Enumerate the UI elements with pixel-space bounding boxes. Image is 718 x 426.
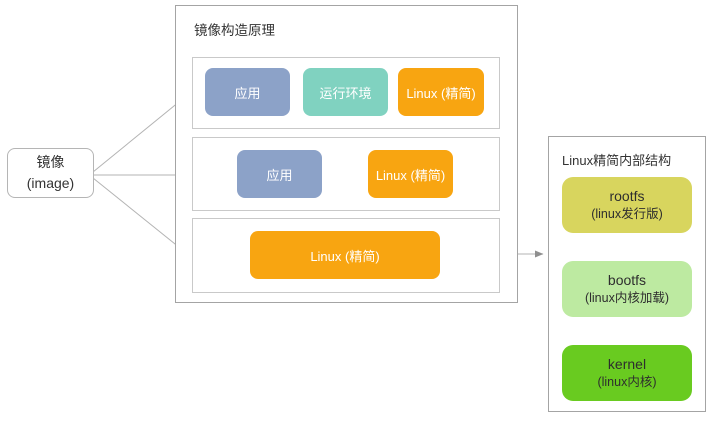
construction-panel-title: 镜像构造原理 <box>194 23 275 38</box>
image-node-label-cn: 镜像 <box>36 154 65 170</box>
bootfs-label: bootfs <box>607 272 647 289</box>
internal-structure-panel: Linux精简内部结构 rootfs (linux发行版) bootfs (li… <box>548 136 706 412</box>
linux-minimal-box: Linux (精简) <box>398 68 484 116</box>
image-layer-row-2: 应用 Linux (精简) <box>192 137 500 211</box>
rootfs-label: rootfs <box>609 188 645 205</box>
arrow-image-to-row3-icon <box>92 177 186 253</box>
image-layer-row-1: 应用 运行环境 Linux (精简) <box>192 57 500 129</box>
kernel-label: kernel <box>607 356 647 373</box>
internal-panel-title: Linux精简内部结构 <box>562 153 672 168</box>
arrow-image-to-row1-icon <box>92 96 186 173</box>
bootfs-box: bootfs (linux内核加载) <box>562 261 692 317</box>
rootfs-sublabel: (linux发行版) <box>591 207 663 221</box>
image-node: 镜像 (image) <box>7 148 94 198</box>
linux-minimal-box: Linux (精简) <box>250 231 440 279</box>
runtime-env-box: 运行环境 <box>303 68 388 116</box>
image-node-label-en: (image) <box>26 175 75 191</box>
kernel-sublabel: (linux内核) <box>597 375 657 389</box>
bootfs-sublabel: (linux内核加载) <box>584 291 670 305</box>
rootfs-box: rootfs (linux发行版) <box>562 177 692 233</box>
construction-panel: 镜像构造原理 应用 运行环境 Linux (精简) 应用 Linux (精简) … <box>175 5 518 303</box>
linux-minimal-box: Linux (精简) <box>368 150 453 198</box>
kernel-box: kernel (linux内核) <box>562 345 692 401</box>
app-box: 应用 <box>237 150 322 198</box>
image-layer-row-3: Linux (精简) <box>192 218 500 293</box>
app-box: 应用 <box>205 68 290 116</box>
